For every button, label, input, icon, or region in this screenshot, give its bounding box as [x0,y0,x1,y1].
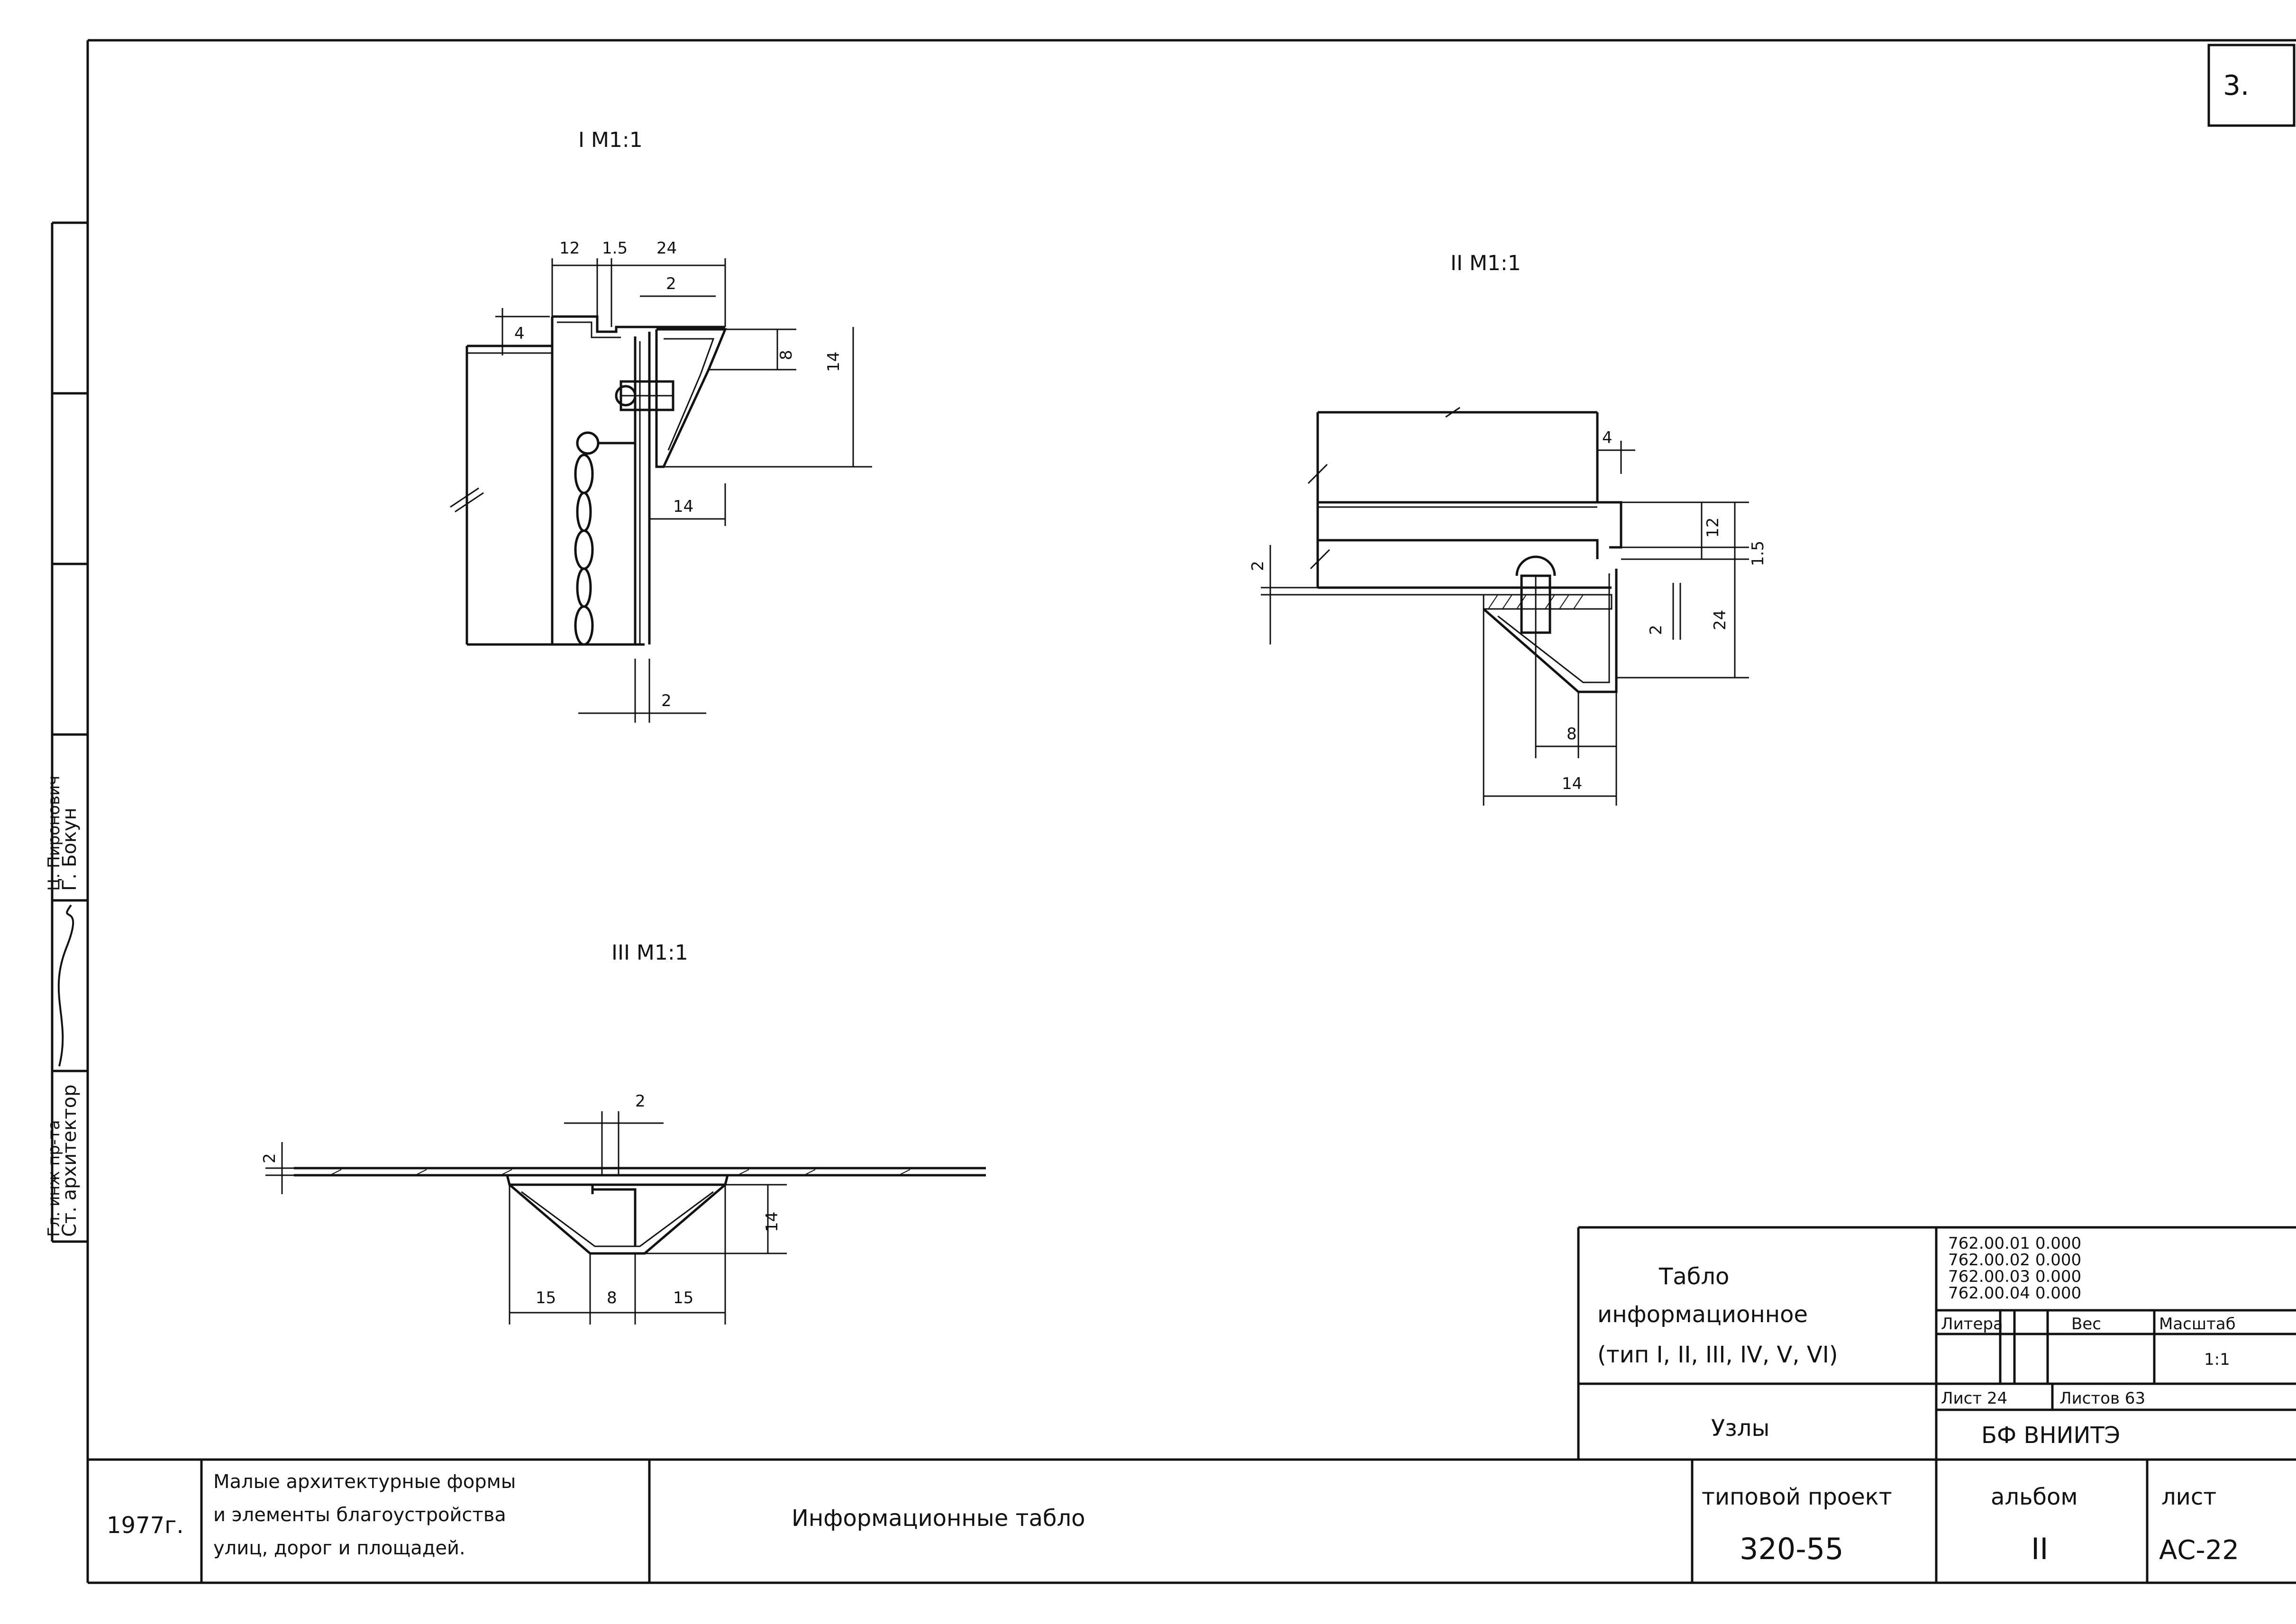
tb-org: БФ ВНИИТЭ [1981,1422,2120,1449]
bs-album-value: II [2031,1532,2049,1566]
tb-ves-label: Вес [2071,1315,2101,1334]
detail-I-dim-14-v: 14 [824,352,843,372]
tb-code-3: 762.00.03 0.000 [1948,1267,2081,1286]
bs-series-line2: и элементы благоустройства [213,1504,506,1526]
bs-project-label: типовой проект [1702,1484,1892,1510]
stamp-name-1: Г. Бокун [59,807,81,891]
detail-III-dim-15-left: 15 [536,1288,556,1307]
signature-mark [57,904,74,1067]
bs-project-value: 320-55 [1740,1532,1844,1566]
detail-I-label: I М1:1 [578,128,643,152]
tb-name-line1: Табло [1658,1263,1729,1290]
detail-II-dim-12: 12 [1704,517,1722,538]
detail-II-dim-24: 24 [1711,610,1730,630]
tb-name-line3: (тип I, II, III, IV, V, VI) [1597,1342,1838,1368]
title-block [88,1226,2296,1583]
detail-III-dim-14: 14 [763,1212,782,1232]
tb-listov-label: Листов 63 [2059,1389,2145,1408]
tb-masshtab-label: Масштаб [2159,1315,2236,1334]
tb-code-2: 762.00.02 0.000 [1948,1251,2081,1270]
detail-I-dim-2-top: 2 [666,274,676,293]
detail-II-dim-4: 4 [1602,428,1613,447]
tb-code-1: 762.00.01 0.000 [1948,1234,2081,1253]
bs-year: 1977г. [107,1512,184,1539]
bs-series-line1: Малые архитектурные формы [213,1471,516,1493]
detail-II-label: II М1:1 [1450,251,1521,275]
bs-album-label: альбом [1991,1484,2078,1510]
detail-III-label: III М1:1 [611,941,688,965]
tb-masshtab-value: 1:1 [2204,1350,2230,1369]
bs-subject: Информационные табло [792,1505,1085,1532]
detail-III-dim-15-right: 15 [673,1288,693,1307]
tb-name-line2: информационное [1597,1301,1808,1328]
detail-II-dim-14: 14 [1562,774,1582,793]
tb-code-4: 762.00.04 0.000 [1948,1284,2081,1303]
detail-I-dim-4: 4 [514,324,525,343]
detail-I-dim-1-5: 1.5 [602,239,628,258]
detail-II-dim-2-right: 2 [1647,625,1666,635]
stamp-role: Ст. архитектор [59,1085,81,1237]
bs-sheet-label: лист [2161,1484,2216,1510]
left-stamp [51,221,88,1243]
detail-III-dim-8: 8 [607,1288,617,1307]
bs-sheet-value: АС-22 [2159,1535,2239,1566]
detail-I-dim-12: 12 [559,239,580,258]
sheet-frame [86,39,2296,1584]
detail-II-dim-2-left: 2 [1248,561,1267,571]
detail-I-dim-14-h: 14 [673,497,693,516]
stamp-role-2: Гл. инж пр-та [45,1120,64,1237]
detail-I [450,258,872,723]
detail-I-dim-8: 8 [777,350,796,360]
tb-sheet-title: Узлы [1711,1415,1769,1442]
detail-III-dim-2-left: 2 [260,1153,279,1163]
detail-III [265,1111,986,1325]
detail-III-dim-2-top: 2 [635,1092,646,1111]
detail-II-dim-8: 8 [1567,725,1577,744]
detail-I-dim-2-bottom: 2 [661,691,672,710]
detail-II-dim-1-5: 1.5 [1749,541,1768,566]
tb-litera-label: Литера [1941,1315,2003,1334]
tb-list-label: Лист 24 [1941,1389,2007,1408]
detail-I-dim-24: 24 [656,239,677,258]
bs-series-line3: улиц, дорог и площадей. [213,1537,465,1559]
stamp-name-2: Ц. Пиронович [45,776,64,891]
sheet-mark: 3. [2223,69,2249,101]
detail-II [1261,407,1749,806]
